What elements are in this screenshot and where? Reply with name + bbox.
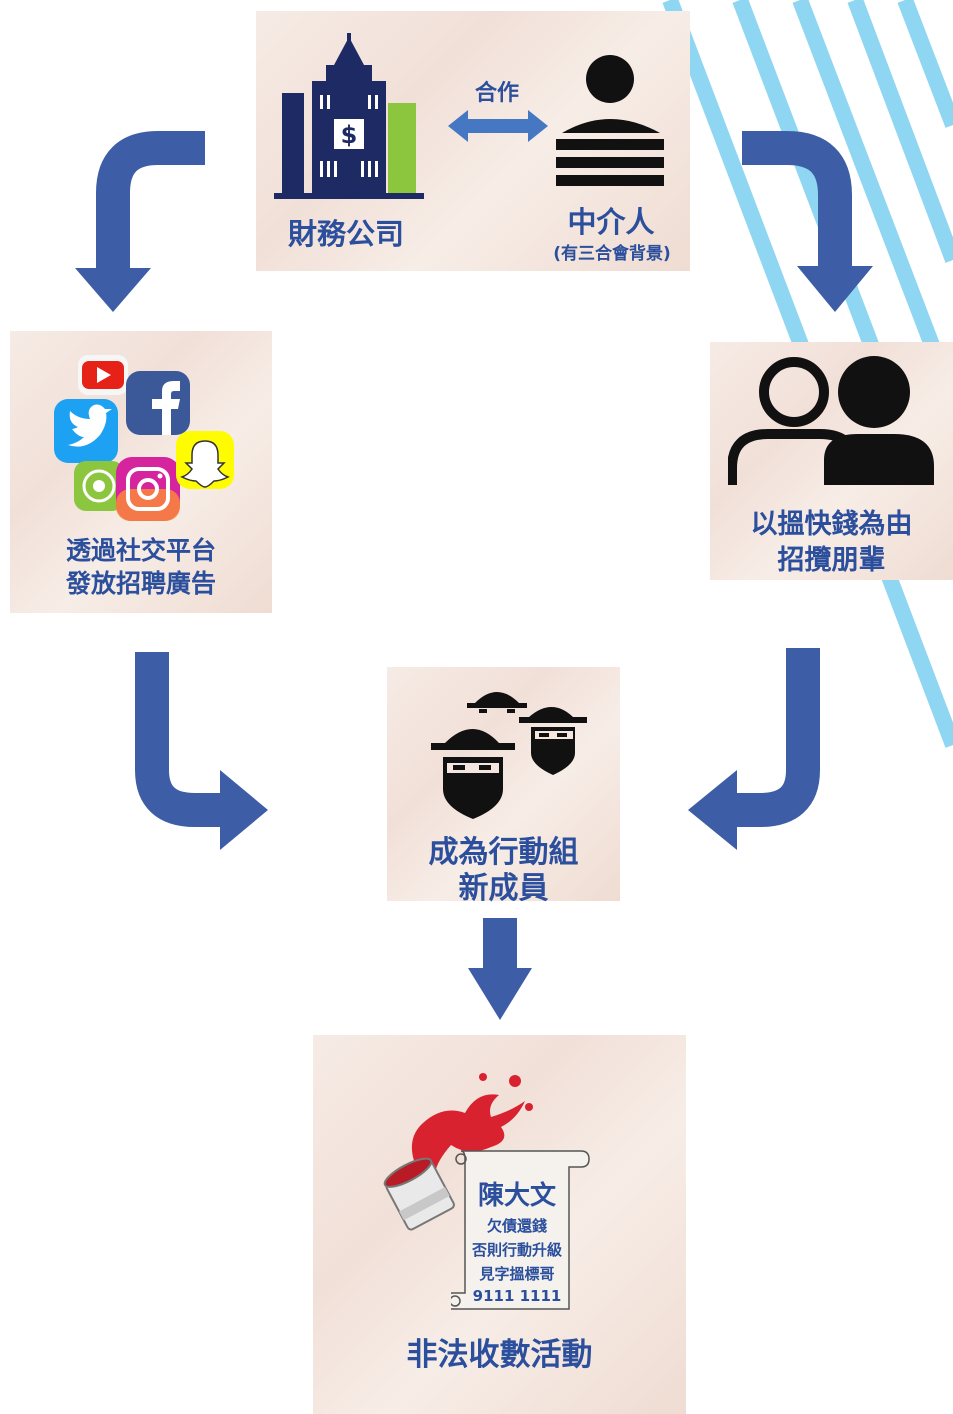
scroll-phone: 9111 1111 <box>472 1287 562 1305</box>
scroll-line3: 見字搵標哥 <box>479 1265 555 1283</box>
finance-company-label: 財務公司 <box>287 217 404 251</box>
arrow-social-to-newmember <box>135 652 222 827</box>
scroll-line2: 否則行動升級 <box>471 1241 562 1259</box>
left-panel: 透過社交平台 發放招聘廣告 <box>10 331 272 613</box>
instagram-icon <box>116 457 180 521</box>
new-member-line2: 新成員 <box>458 871 549 906</box>
scroll-line1: 欠債還錢 <box>486 1217 547 1235</box>
gang-member-front <box>431 729 515 819</box>
middleman-person-icon <box>556 55 664 186</box>
gang-member-right <box>519 707 587 775</box>
social-recruit-line2: 發放招聘廣告 <box>65 569 216 598</box>
social-recruit-line1: 透過社交平台 <box>65 536 216 565</box>
middleman-label: 中介人 <box>567 205 655 239</box>
recruit-peers-line2: 招攬朋輩 <box>777 545 886 576</box>
center-panel: 成為行動組 新成員 <box>387 667 620 906</box>
whatsapp-icon <box>74 461 124 511</box>
masked-gang-icon <box>431 692 587 819</box>
red-paint-bucket-icon <box>383 1073 533 1231</box>
right-panel: 以搵快錢為由 招攬朋輩 <box>710 342 953 580</box>
scroll-name: 陳大文 <box>477 1181 556 1211</box>
bottom-panel: 陳大文 欠債還錢 否則行動升級 見字搵標哥 9111 1111 非法收數活動 <box>313 1035 686 1414</box>
arrowhead-down-right <box>797 266 873 312</box>
arrow-middleman-to-recruit <box>742 131 852 268</box>
cooperation-label: 合作 <box>474 81 519 106</box>
arrowhead-left <box>688 770 737 850</box>
arrowhead-down-left <box>75 268 151 312</box>
facebook-icon <box>126 371 190 435</box>
middleman-background-note: (有三合會背景) <box>553 244 671 264</box>
twitter-icon <box>54 399 118 463</box>
social-media-icons <box>54 355 234 521</box>
new-member-line1: 成為行動組 <box>428 835 579 870</box>
top-panel: $ 財務公司 合作 中介人 (有三合會背景) <box>256 11 690 271</box>
double-arrow-icon <box>448 110 548 142</box>
illegal-collection-caption: 非法收數活動 <box>406 1337 593 1373</box>
youtube-icon <box>78 355 128 395</box>
arrowhead-down-center <box>468 968 532 1020</box>
gang-member-back <box>467 692 527 713</box>
recruit-peers-line1: 以搵快錢為由 <box>750 509 913 540</box>
solid-person <box>824 356 934 485</box>
arrow-recruit-to-newmember <box>735 648 820 827</box>
threat-scroll-icon <box>451 1150 590 1310</box>
arrowhead-right <box>220 770 268 850</box>
office-building-icon: $ <box>274 33 424 199</box>
arrow-company-to-social <box>96 131 205 270</box>
svg-text:$: $ <box>341 121 358 149</box>
snapchat-icon <box>176 431 234 489</box>
two-people-icon <box>728 356 934 485</box>
